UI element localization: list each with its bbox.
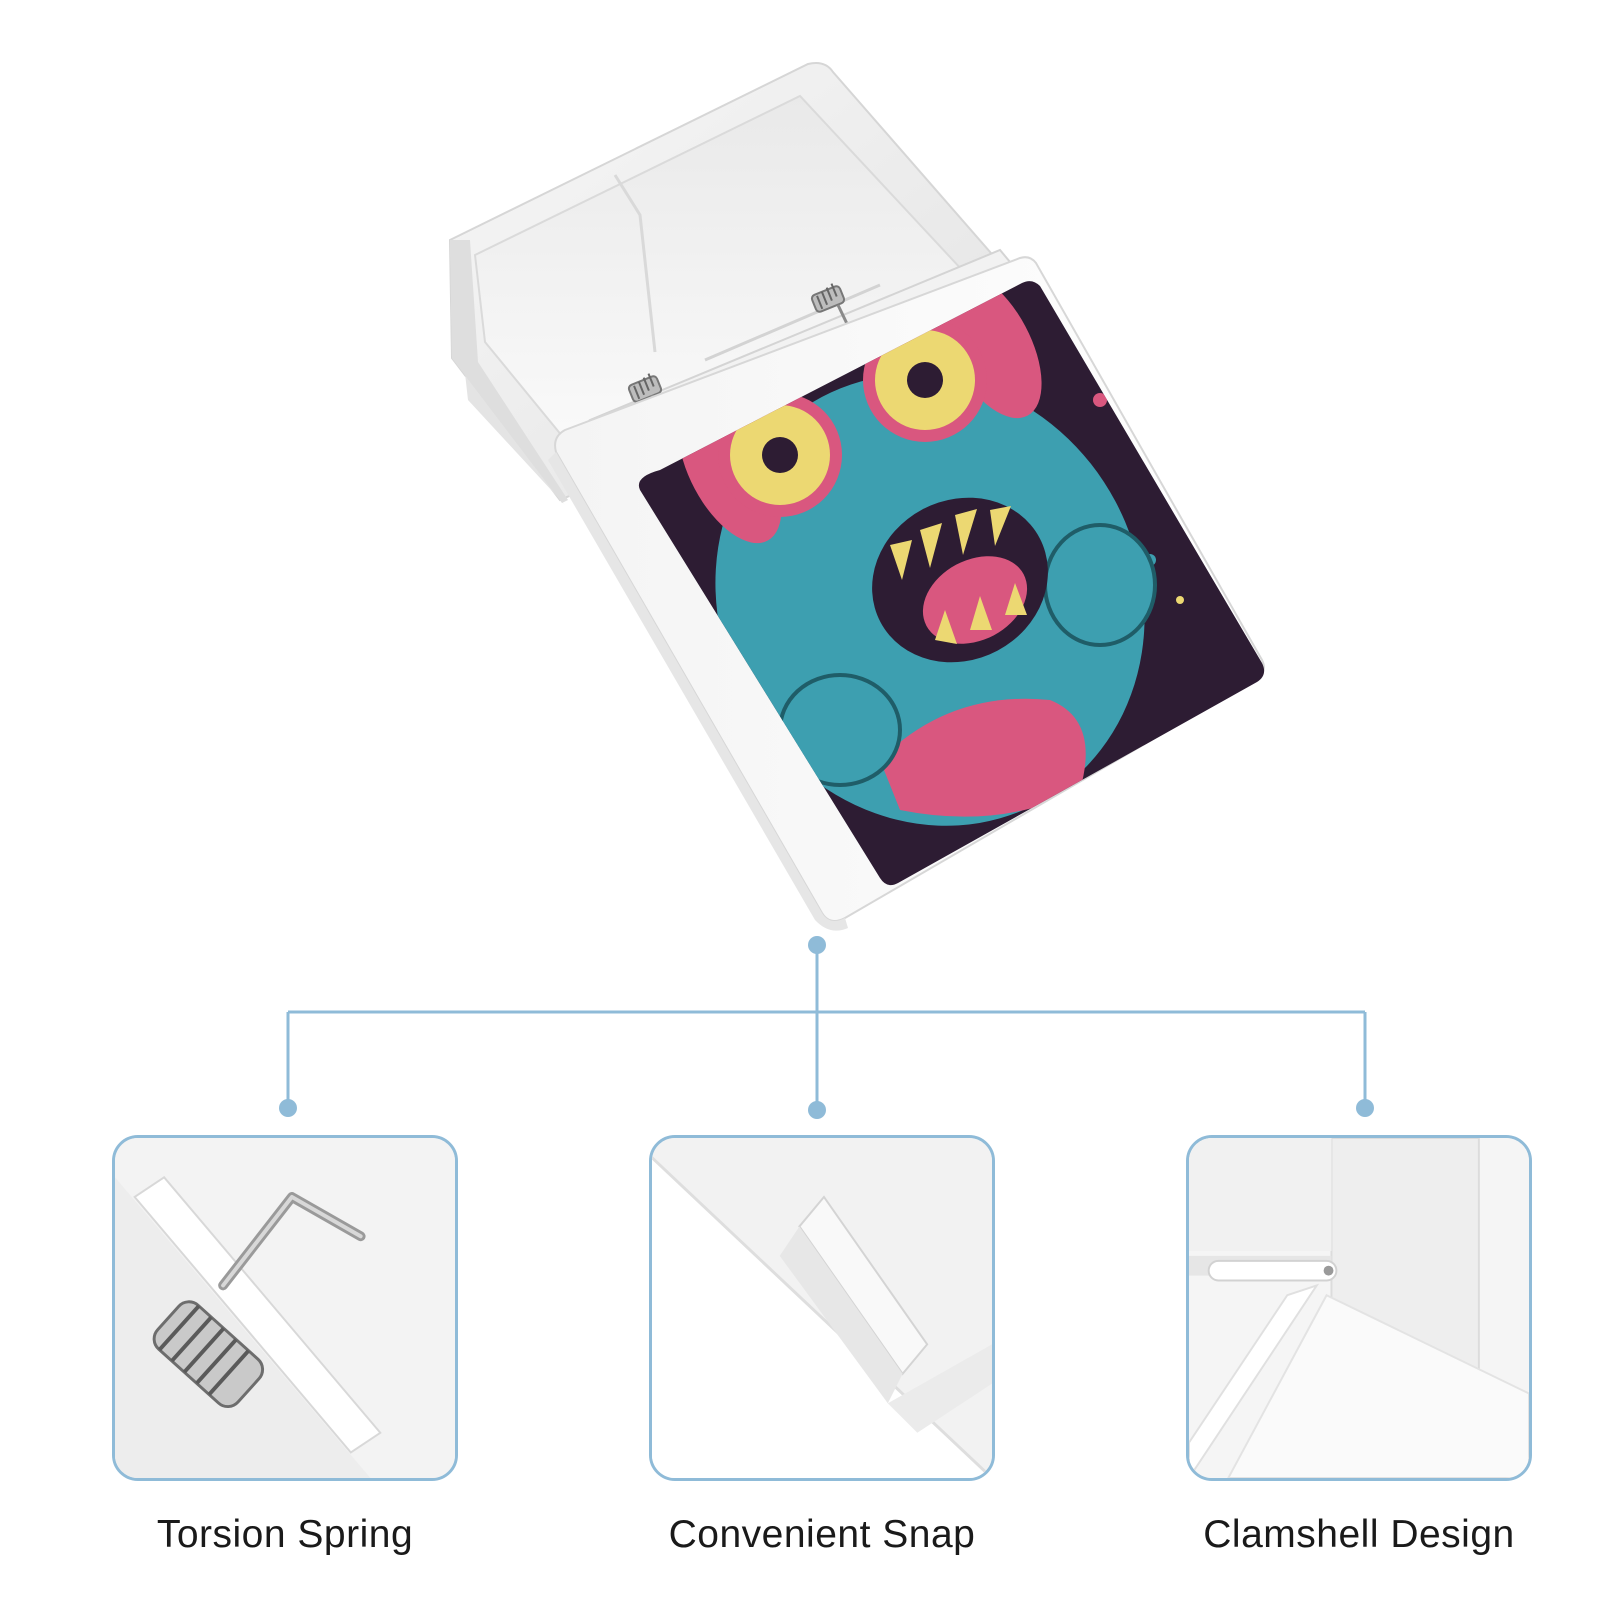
convenient-snap-label: Convenient Snap xyxy=(668,1513,976,1556)
clamshell-design-label: Clamshell Design xyxy=(1203,1513,1515,1556)
convenient-snap-card xyxy=(649,1135,995,1481)
torsion-spring-label: Torsion Spring xyxy=(156,1513,414,1556)
clamshell-case-image xyxy=(448,62,1265,931)
feature-connector-lines xyxy=(279,936,1374,1119)
clamshell-design-card xyxy=(1186,1135,1532,1481)
torsion-spring-card xyxy=(112,1135,458,1481)
torsion-spring-closeup xyxy=(115,1138,455,1478)
snap-closeup xyxy=(652,1138,992,1478)
clamshell-hinge-closeup xyxy=(1189,1138,1529,1478)
